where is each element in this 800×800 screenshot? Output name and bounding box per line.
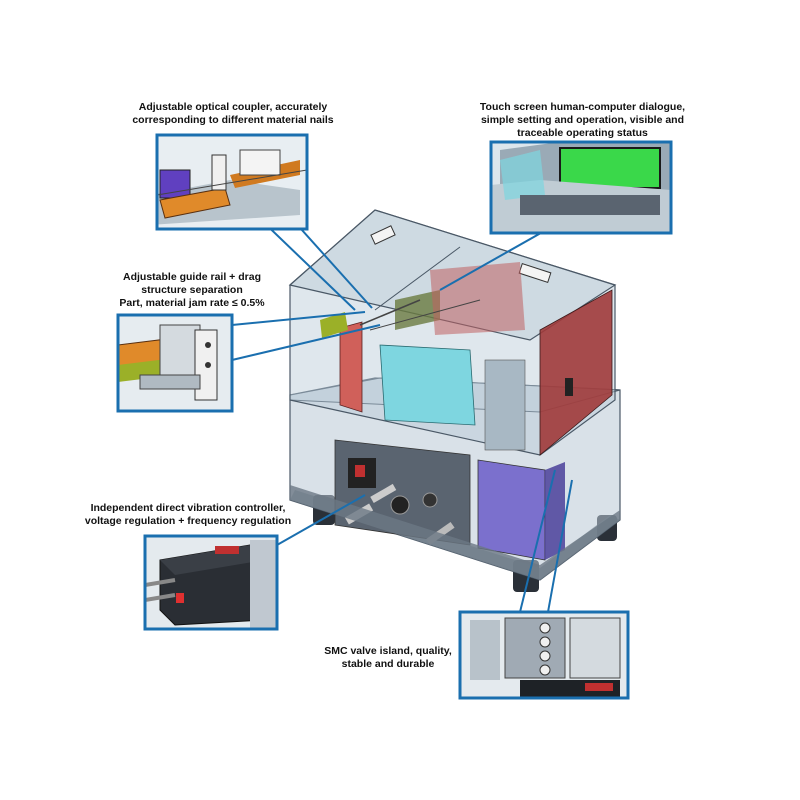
smc-valve-label: SMC valve island, quality, stable and du… bbox=[324, 645, 452, 670]
purple-column bbox=[477, 459, 546, 561]
callout-coupler bbox=[155, 133, 309, 231]
screen-display bbox=[559, 147, 661, 189]
vibration-controller-label: Independent direct vibration controller,… bbox=[84, 502, 292, 527]
coupler-label: Adjustable optical coupler, accurately c… bbox=[132, 101, 334, 126]
red-side-panel bbox=[539, 289, 613, 456]
callout-smc bbox=[458, 610, 630, 700]
guide-rail-label: Adjustable guide rail + drag structure s… bbox=[119, 271, 265, 309]
machine-body bbox=[288, 209, 621, 592]
callout-vibration bbox=[143, 534, 279, 631]
internal-mechanism bbox=[320, 262, 526, 451]
callout-touch-screen bbox=[489, 140, 673, 235]
callout-guide-rail bbox=[116, 313, 234, 413]
touch-screen-label: Touch screen human-computer dialogue, si… bbox=[479, 101, 686, 139]
